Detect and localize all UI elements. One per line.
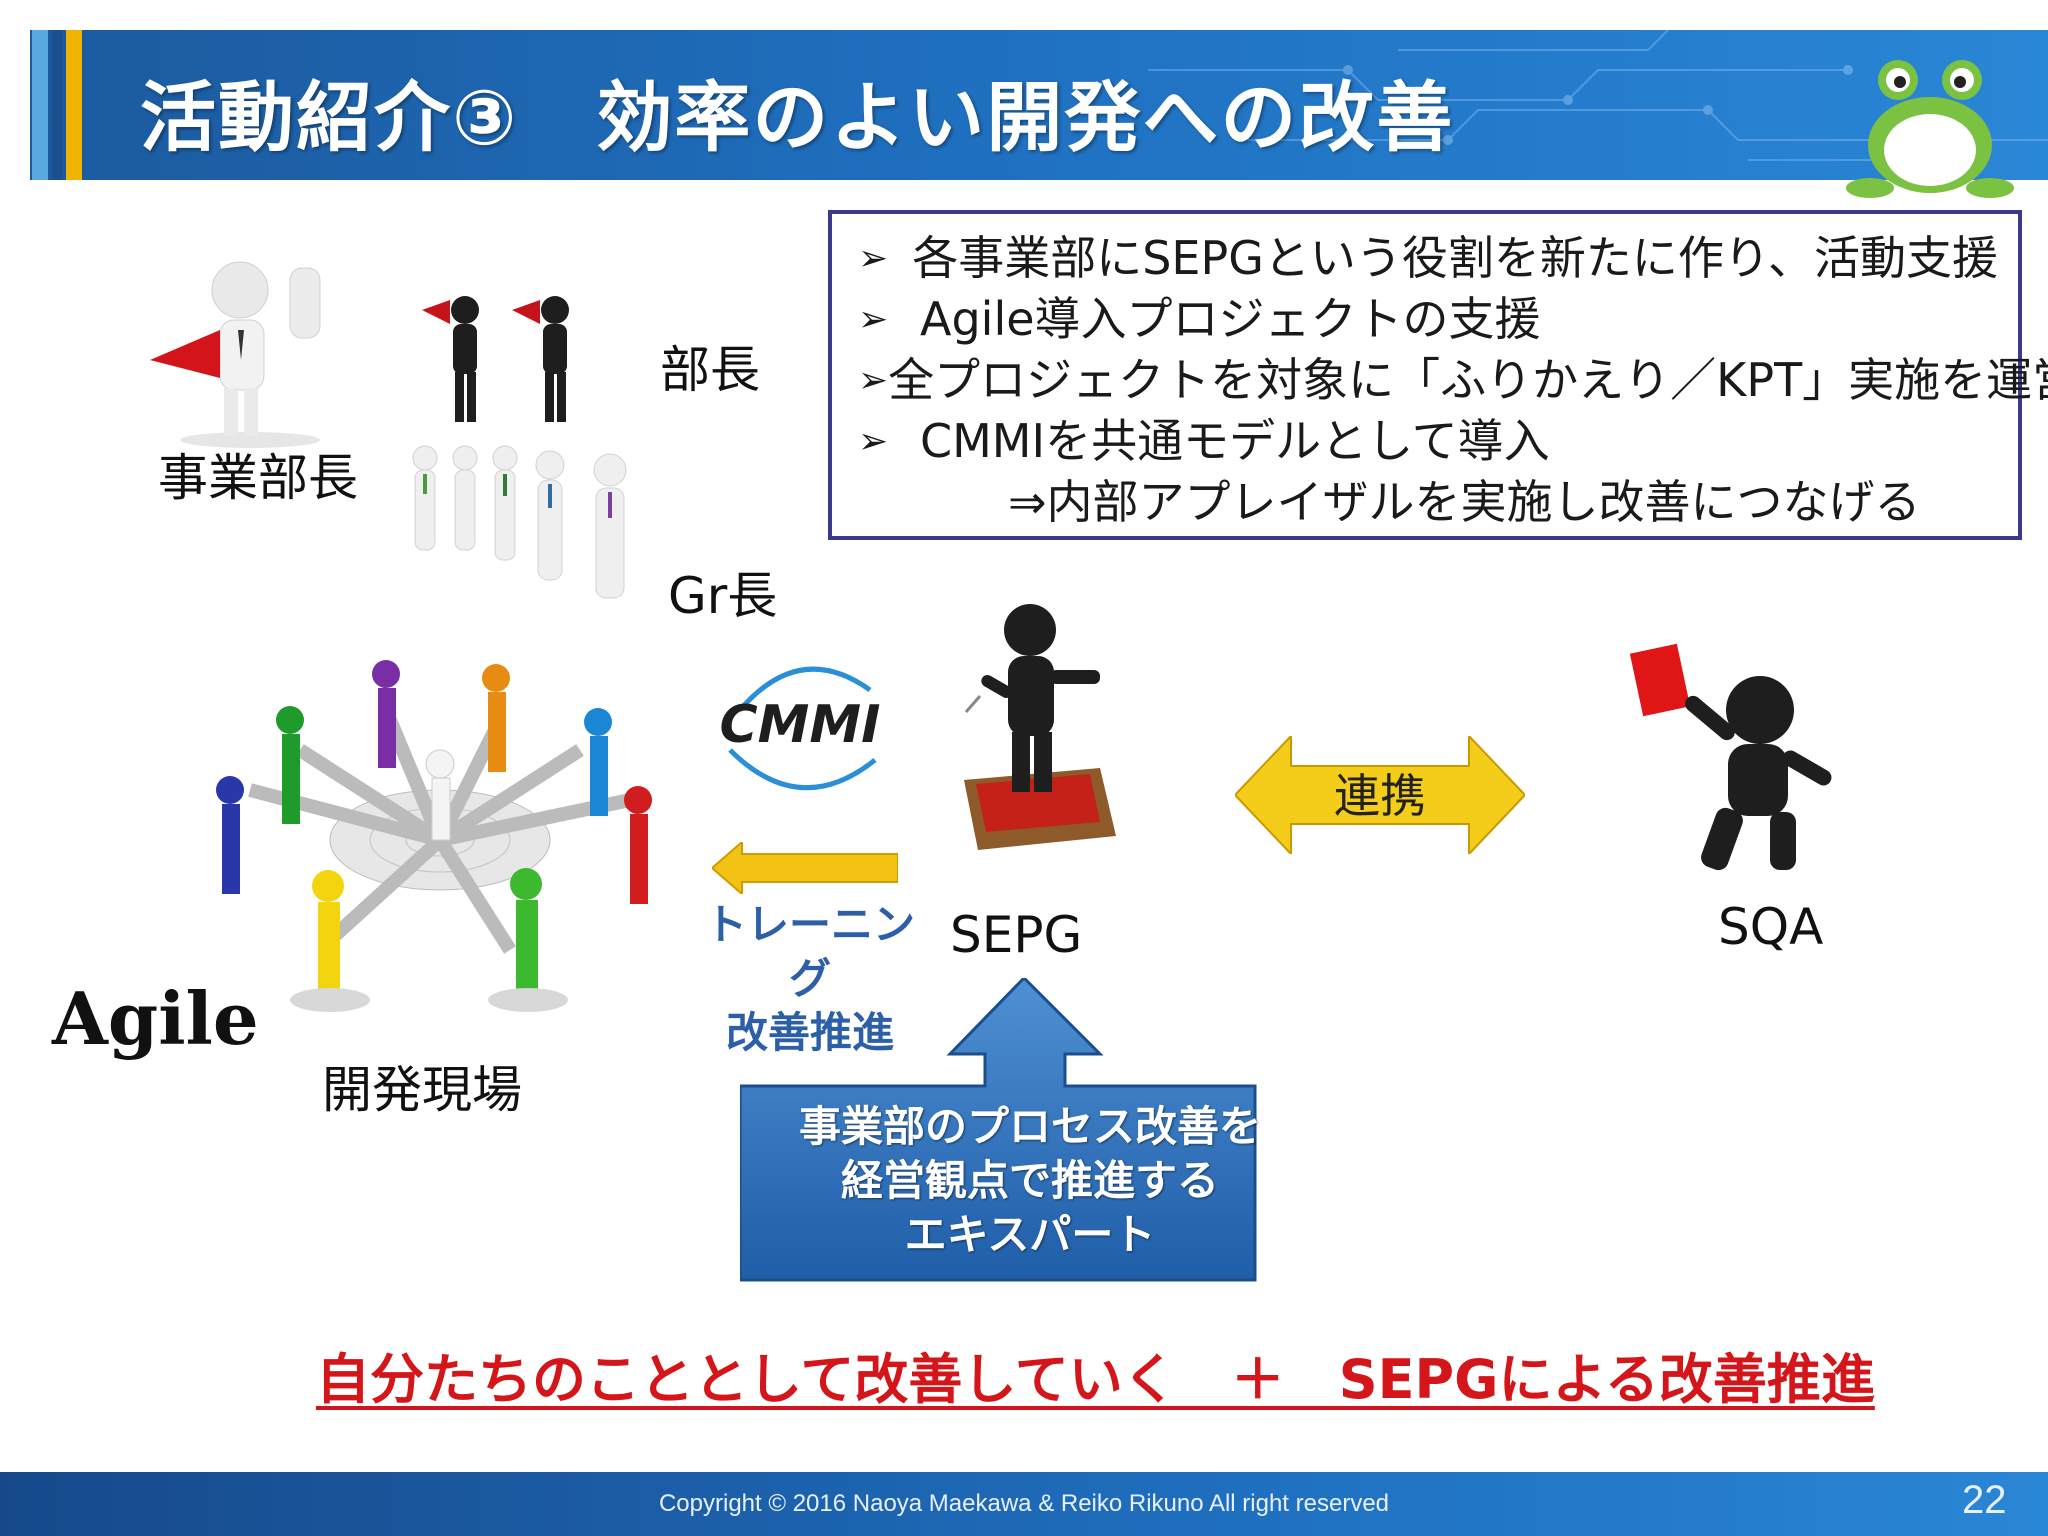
accent-stripe <box>32 30 48 180</box>
manager-figures-black <box>422 296 569 422</box>
double-arrow-icon: 連携 <box>1235 736 1525 854</box>
footer-bar <box>0 1472 2048 1536</box>
list-item: ➢CMMIを共通モデルとして導入 <box>858 411 1998 472</box>
left-arrow-icon <box>712 842 898 894</box>
cmmi-logo: CMMI <box>719 666 881 791</box>
group-leader-figures <box>412 445 627 599</box>
group-leader-label: Gr長 <box>668 567 778 625</box>
dev-site-team-illustration <box>216 660 652 1012</box>
training-label: トレーニング 改善推進 <box>704 900 915 1057</box>
sqa-label: SQA <box>1718 898 1824 956</box>
division-manager-megaphone-figure <box>150 261 321 448</box>
list-item: ➢Agile導入プロジェクトの支援 <box>858 289 1998 350</box>
circuit-pattern <box>1148 30 2048 180</box>
bucho-label: 部長 <box>660 341 760 399</box>
slogan-text: 自分たちのこととして改善していく ＋ SEPGによる改善推進 <box>316 1348 1875 1411</box>
bullet-arrow-icon: ➢ <box>858 238 889 279</box>
activity-summary-box: ➢各事業部にSEPGという役割を新たに作り、活動支援 ➢Agile導入プロジェク… <box>828 210 2048 540</box>
up-arrow-box <box>740 978 1257 1282</box>
division-head-label: 事業部長 <box>158 449 358 507</box>
sepg-label: SEPG <box>950 906 1083 964</box>
title-banner <box>30 30 2048 180</box>
accent-stripe <box>52 30 62 180</box>
page-title: 活動紹介③ 効率のよい開発への改善 <box>140 73 1455 162</box>
bullet-arrow-icon: ➢ <box>858 299 889 340</box>
list-subitem: ⇒内部アプレイザルを実施し改善につなげる <box>1008 475 1921 529</box>
copyright-text: Copyright © 2016 Naoya Maekawa & Reiko R… <box>658 1490 1390 1517</box>
bullet-arrow-icon: ➢ <box>858 421 889 462</box>
dev-site-label: 開発現場 <box>322 1061 522 1119</box>
sepg-description: 事業部のプロセス改善を 経営観点で推進する エキスパート <box>798 1102 1261 1259</box>
frog-mascot-icon <box>1846 60 2014 198</box>
cmmi-logo-text: CMMI <box>719 695 880 755</box>
collaboration-label: 連携 <box>1334 769 1426 823</box>
accent-stripe <box>66 30 82 180</box>
page-number: 22 <box>1962 1478 2007 1522</box>
sqa-figure-red-card <box>1629 643 1832 871</box>
list-item: ➢全プロジェクトを対象に「ふりかえり／KPT」実施を運営 <box>858 350 2048 411</box>
sepg-figure-on-pedestal <box>964 604 1116 850</box>
bullet-arrow-icon: ➢ <box>858 360 889 401</box>
list-item: ➢各事業部にSEPGという役割を新たに作り、活動支援 <box>858 228 1998 289</box>
agile-label: Agile <box>52 976 259 1061</box>
